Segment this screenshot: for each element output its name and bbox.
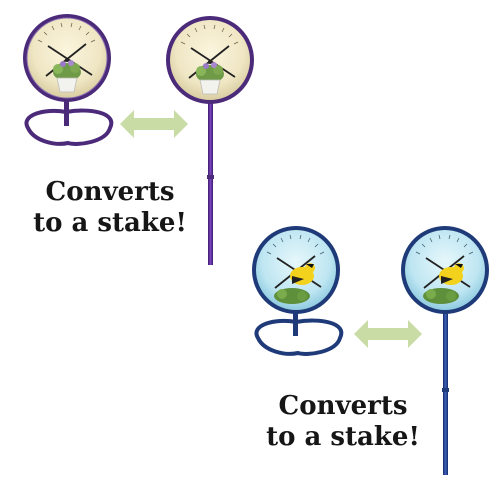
blue-stand-gauge (252, 226, 344, 356)
purple-stand-gauge (23, 14, 114, 146)
blue-stake-gauge (401, 226, 489, 475)
plant-pot-icon (53, 60, 81, 93)
caption-line-2: to a stake! (33, 208, 187, 238)
caption-line-1: Converts (278, 391, 408, 421)
purple-stake-gauge (166, 16, 254, 265)
caption-line-2: to a stake! (266, 422, 420, 452)
double-arrow-icon (354, 320, 422, 348)
goldfinch-icon (274, 263, 315, 304)
double-arrow-icon (120, 110, 188, 138)
caption-line-1: Converts (45, 177, 175, 207)
weather-dial-icon (37, 22, 96, 43)
caption-converts-bottom: Converts to a stake! (258, 391, 428, 453)
caption-converts-top: Converts to a stake! (25, 177, 195, 239)
